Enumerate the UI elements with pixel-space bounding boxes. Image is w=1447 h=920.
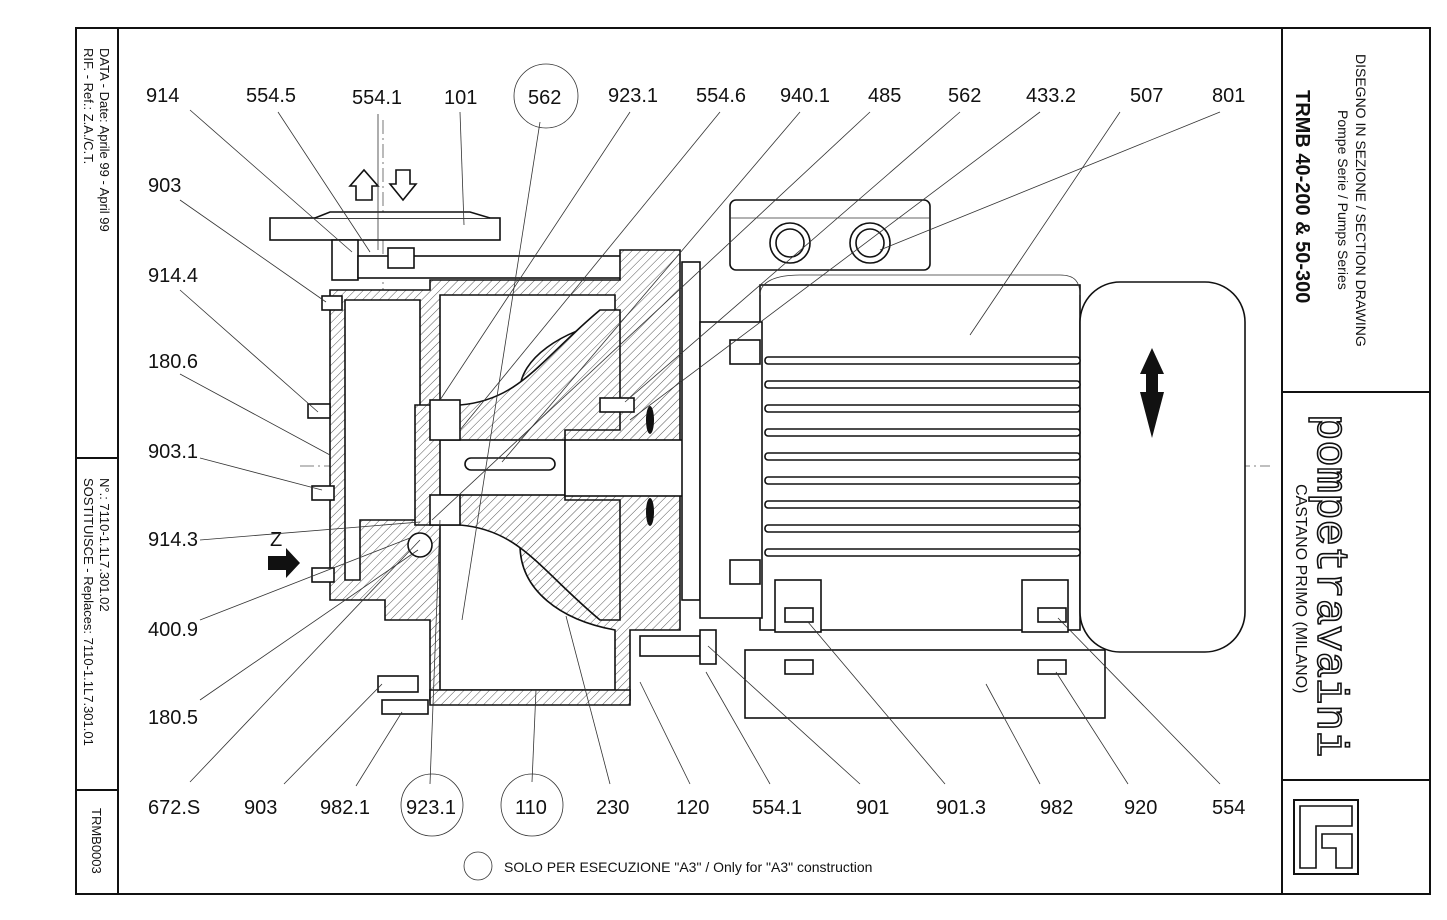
motor-cooling-fins [764, 356, 1081, 557]
part-label: 801 [1212, 85, 1245, 107]
part-label: 982.1 [320, 797, 370, 819]
part-label: 672.S [148, 797, 200, 819]
drawing-border [75, 27, 1431, 895]
part-label: 923.1 [608, 85, 658, 107]
a3-marker-923-1-bottom [400, 773, 464, 837]
part-label: 940.1 [780, 85, 830, 107]
part-label: 901.3 [936, 797, 986, 819]
part-label: 914.4 [148, 265, 198, 287]
part-label: 923.1 [406, 797, 456, 819]
company-logo-icon [1293, 799, 1359, 875]
part-label: 914 [146, 85, 179, 107]
part-label: 554.5 [246, 85, 296, 107]
part-label: 903.1 [148, 441, 198, 463]
view-letter: Z [270, 529, 282, 551]
title-section-drawing: DISEGNO IN SEZIONE / SECTION DRAWING [1353, 54, 1369, 347]
part-label: 485 [868, 85, 901, 107]
left-info-strip: RIF. - Ref.: Z.A./C.T. DATA - Date: Apri… [76, 28, 119, 894]
part-label: 914.3 [148, 529, 198, 551]
part-label: 903 [244, 797, 277, 819]
part-label: 180.5 [148, 707, 198, 729]
replaces-text: SOSTITUISCE - Replaces: 7110-1.1L7.301.0… [81, 478, 96, 746]
part-label: 110 [515, 797, 547, 819]
part-label: 562 [948, 85, 981, 107]
part-label: 554.6 [696, 85, 746, 107]
part-label: 554.1 [752, 797, 802, 819]
part-label: 562 [528, 87, 561, 109]
electric-motor [681, 199, 1246, 719]
title-model: TRMB 40-200 & 50-300 [1291, 90, 1313, 303]
number-text: N°.: 7110-1.1L7.301.02 [97, 478, 112, 612]
left-part-labels: 903 914.4 180.6 903.1 914.3 400.9 180.5 [148, 175, 198, 729]
a3-marker-562-top [513, 63, 579, 129]
view-z-arrow-icon [268, 548, 300, 578]
a3-legend-circle-icon [463, 851, 493, 881]
part-label: 554 [1212, 797, 1245, 819]
part-label: 507 [1130, 85, 1163, 107]
part-label: 400.9 [148, 619, 198, 641]
part-label: 982 [1040, 797, 1073, 819]
pump-section-drawing: Z [268, 168, 717, 715]
bottom-part-labels: 672.S 903 982.1 923.1 110 230 120 554.1 … [148, 797, 1245, 819]
part-label: 120 [676, 797, 709, 819]
ref-text: RIF. - Ref.: Z.A./C.T. [81, 48, 96, 164]
a3-construction-note: SOLO PER ESECUZIONE "A3" / Only for "A3"… [504, 859, 872, 875]
a3-marker-110-bottom [500, 773, 564, 837]
title-city: CASTANO PRIMO (MILANO) [1292, 484, 1309, 694]
top-part-labels: 914 554.5 554.1 101 562 923.1 554.6 940.… [146, 85, 1245, 109]
part-label: 433.2 [1026, 85, 1076, 107]
part-label: 903 [148, 175, 181, 197]
rotation-arrow-icon [1140, 348, 1164, 438]
flow-down-arrow-icon [388, 169, 418, 202]
brand-logo-text: pompetravaini [1304, 414, 1354, 757]
drawing-code: TRMB0003 [89, 808, 104, 874]
part-label: 920 [1124, 797, 1157, 819]
title-block: DISEGNO IN SEZIONE / SECTION DRAWING Pom… [1281, 28, 1430, 894]
part-label: 180.6 [148, 351, 198, 373]
part-label: 554.1 [352, 87, 402, 109]
date-text: DATA - Date: Aprile 99 - April 99 [97, 48, 112, 232]
flow-up-arrow-icon [348, 168, 380, 201]
part-label: 901 [856, 797, 889, 819]
part-label: 230 [596, 797, 629, 819]
part-label: 101 [444, 87, 477, 109]
leader-lines [179, 109, 1221, 787]
title-pumps-series: Pompe Serie / Pumps Series [1335, 110, 1351, 290]
